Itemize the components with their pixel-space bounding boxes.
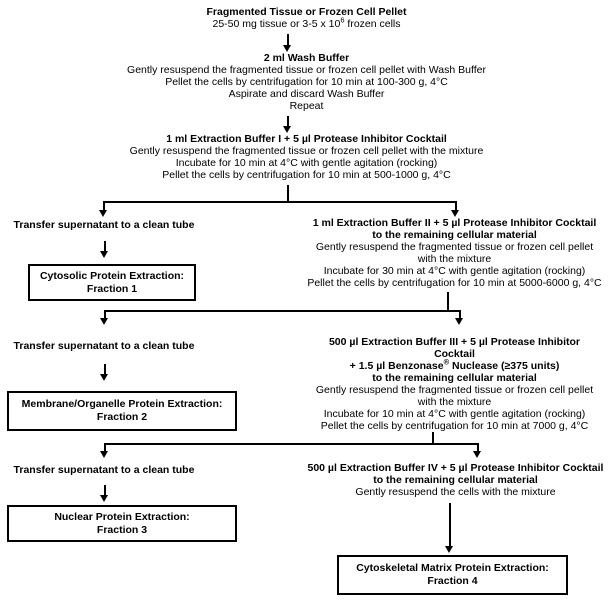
start-subtitle: 25-50 mg tissue or 3-5 x 106 frozen cell… [0,15,613,30]
arrowhead-down-icon [283,126,291,133]
connector-line [455,201,457,210]
buffer2-title: 1 ml Extraction Buffer II + 5 µl Proteas… [312,217,597,229]
start-node: Fragmented Tissue or Frozen Cell Pellet … [0,6,613,30]
arrowhead-down-icon [100,495,108,502]
connector-line [104,310,461,312]
transfer-supernatant-1: Transfer supernatant to a clean tube [0,219,208,231]
wash-step: Aspirate and discard Wash Buffer [228,88,385,100]
buffer1-step: Incubate for 10 min at 4°C with gentle a… [175,157,438,169]
connector-line [449,503,451,546]
arrowhead-down-icon [99,210,107,217]
fraction3-line1: Nuclear Protein Extraction: [54,510,190,523]
fraction1-line1: Cytosolic Protein Extraction: [39,269,185,282]
buffer3-step: Pellet the cells by centrifugation for 1… [320,420,589,432]
connector-line [104,485,106,495]
buffer4-title: 500 µl Extraction Buffer IV + 5 µl Prote… [307,462,604,474]
buffer3-step: with the mixture [417,396,492,408]
benzonase-pre: + 1.5 µl Benzonase [349,360,444,372]
start-title: Fragmented Tissue or Frozen Cell Pellet [206,6,407,18]
start-subtitle-superscript: 6 [340,15,345,25]
fraction3-line2: Fraction 3 [96,523,148,536]
registered-mark: ® [443,357,450,367]
connector-line [287,116,289,126]
buffer2-step: Incubate for 30 min at 4°C with gentle a… [323,265,586,277]
fraction4-line1: Cytoskeletal Matrix Protein Extraction: [356,562,549,574]
extraction-buffer-2-node: 1 ml Extraction Buffer II + 5 µl Proteas… [298,217,611,289]
fraction4-line2: Fraction 4 [427,575,478,587]
connector-line [447,292,449,310]
wash-step: Pellet the cells by centrifugation for 1… [165,76,448,88]
buffer3-title2: Cocktail [434,348,475,360]
fraction-1-box: Cytosolic Protein Extraction: Fraction 1 [28,264,196,301]
start-subtitle-post: frozen cells [344,18,401,30]
fraction-3-box: Nuclear Protein Extraction: Fraction 3 [7,505,237,542]
buffer1-step: Pellet the cells by centrifugation for 1… [162,169,451,181]
arrowhead-down-icon [473,451,481,458]
fraction-2-box: Membrane/Organelle Protein Extraction: F… [7,391,237,431]
arrowhead-down-icon [455,318,463,325]
connector-line [103,201,457,203]
connector-line [104,310,106,318]
fraction-4-box: Cytoskeletal Matrix Protein Extraction: … [337,555,568,595]
transfer-supernatant-3: Transfer supernatant to a clean tube [0,464,208,476]
buffer3-step: Incubate for 10 min at 4°C with gentle a… [323,408,586,420]
wash-step: Repeat [289,100,324,112]
extraction-buffer-1-node: 1 ml Extraction Buffer I + 5 µl Protease… [0,133,613,181]
arrowhead-down-icon [100,318,108,325]
connector-line [104,443,106,451]
buffer2-step: with the mixture [417,253,492,265]
fraction1-line2: Fraction 1 [86,282,138,295]
arrowhead-down-icon [100,251,108,258]
extraction-buffer-3-node: 500 µl Extraction Buffer III + 5 µl Prot… [298,336,611,432]
connector-line [104,364,106,374]
buffer3-subtitle: to the remaining cellular material [372,372,537,384]
buffer2-subtitle: to the remaining cellular material [372,229,537,241]
buffer3-title: 500 µl Extraction Buffer III + 5 µl Prot… [328,336,581,348]
connector-line [287,34,289,45]
buffer3-benzonase-line: + 1.5 µl Benzonase® Nuclease (≥375 units… [298,357,611,372]
arrowhead-down-icon [283,45,291,52]
benzonase-post: Nuclease (≥375 units) [449,360,560,372]
connector-line [104,241,106,251]
wash-buffer-node: 2 ml Wash Buffer Gently resuspend the fr… [0,52,613,112]
start-subtitle-pre: 25-50 mg tissue or 3-5 x 10 [212,18,341,30]
fraction2-line2: Fraction 2 [96,411,148,423]
wash-title: 2 ml Wash Buffer [263,52,350,64]
connector-line [477,443,479,451]
transfer-supernatant-2: Transfer supernatant to a clean tube [0,340,208,352]
buffer4-subtitle: to the remaining cellular material [373,474,538,486]
transfer1-label: Transfer supernatant to a clean tube [13,219,195,231]
extraction-buffer-4-node: 500 µl Extraction Buffer IV + 5 µl Prote… [298,462,613,498]
buffer2-step: Pellet the cells by centrifugation for 1… [307,277,602,289]
arrowhead-down-icon [445,546,453,553]
arrowhead-down-icon [100,374,108,381]
fraction2-line1: Membrane/Organelle Protein Extraction: [21,398,223,410]
buffer4-step: Gently resuspend the cells with the mixt… [355,486,556,498]
transfer3-label: Transfer supernatant to a clean tube [13,464,195,476]
buffer1-step: Gently resuspend the fragmented tissue o… [129,145,484,157]
buffer2-step: Gently resuspend the fragmented tissue o… [315,241,594,253]
transfer2-label: Transfer supernatant to a clean tube [13,340,195,352]
connector-line [432,432,434,443]
connector-line [287,185,289,201]
buffer3-step: Gently resuspend the fragmented tissue o… [315,384,594,396]
connector-line [459,310,461,318]
buffer1-title: 1 ml Extraction Buffer I + 5 µl Protease… [166,133,447,145]
connector-line [104,443,479,445]
connector-line [103,201,105,210]
arrowhead-down-icon [451,210,459,217]
arrowhead-down-icon [100,451,108,458]
wash-step: Gently resuspend the fragmented tissue o… [127,64,486,76]
